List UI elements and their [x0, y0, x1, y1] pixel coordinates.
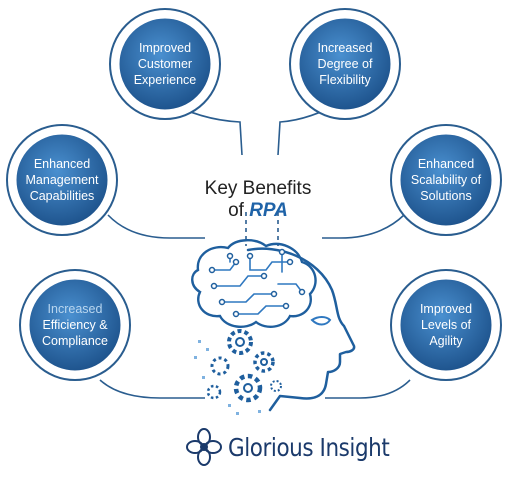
- benefit-label-emphasis: Efficiency & Compliance: [41, 317, 108, 349]
- circle-mid-left: [6, 124, 118, 236]
- benefit-label: Improved Levels of Agility: [419, 301, 473, 349]
- gears: [206, 329, 282, 403]
- brand-logo: Glorious Insight: [186, 426, 416, 468]
- benefit-management-capabilities: Enhanced Management Capabilities: [18, 136, 106, 224]
- benefit-scalability-of-solutions: Enhanced Scalability of Solutions: [402, 136, 490, 224]
- title-line-2: of RPA: [196, 200, 320, 222]
- title-emphasis: RPA: [249, 199, 288, 221]
- circle-top-right: [289, 8, 401, 120]
- brand-name: Glorious Insight: [228, 432, 390, 462]
- benefit-label: Enhanced Scalability of Solutions: [410, 156, 482, 204]
- flower-logo-icon: [186, 428, 222, 466]
- benefit-circles: [6, 8, 502, 381]
- circle-bottom-right: [390, 269, 502, 381]
- benefit-customer-experience: Improved Customer Experience: [121, 20, 209, 108]
- circuit-lines: [211, 251, 303, 315]
- head-outline: [246, 247, 356, 412]
- diagram-title: Key Benefits of RPA: [196, 178, 320, 222]
- benefit-label-group: Increased Efficiency & Compliance: [36, 301, 114, 350]
- circle-top-left: [109, 8, 221, 120]
- title-line-1: Key Benefits: [204, 178, 312, 199]
- connector-bottom-left: [99, 379, 205, 399]
- benefit-label: Increased Degree of Flexibility: [317, 40, 373, 88]
- brain: [191, 239, 317, 328]
- circle-bottom-left: [19, 269, 131, 381]
- connector-bottom-right: [325, 379, 411, 399]
- ai-head-illustration: [191, 239, 356, 415]
- title-prefix: of: [228, 199, 244, 221]
- eye: [310, 316, 332, 326]
- benefit-label: Improved Customer Experience: [133, 40, 197, 88]
- circle-mid-right: [390, 124, 502, 236]
- benefit-label: Increased: [47, 301, 103, 316]
- connector-mid-right: [322, 214, 405, 239]
- benefit-degree-of-flexibility: Increased Degree of Flexibility: [301, 20, 389, 108]
- circuit-nodes: [208, 248, 306, 318]
- benefit-levels-of-agility: Improved Levels of Agility: [402, 281, 490, 369]
- connector-mid-left: [107, 214, 205, 239]
- particles: [194, 340, 261, 415]
- benefit-efficiency-compliance: Increased Efficiency & Compliance: [31, 281, 119, 369]
- benefit-label: Enhanced Management Capabilities: [25, 156, 99, 204]
